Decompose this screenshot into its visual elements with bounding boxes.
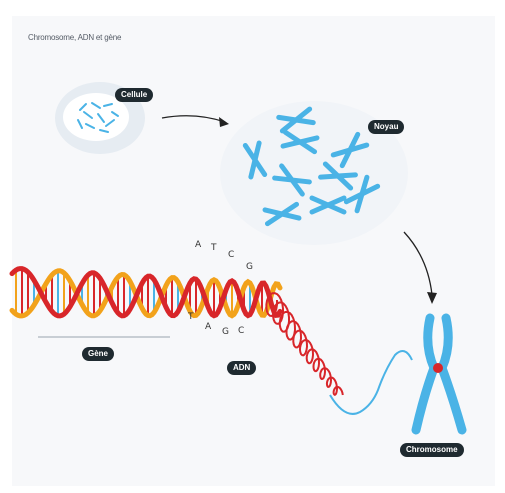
- dna-helix: [9, 266, 283, 319]
- base-top-2: C: [228, 250, 235, 260]
- nucleus-chromosome: [318, 161, 358, 191]
- nucleus-chromosomes: [242, 106, 381, 227]
- nucleus-chromosome: [262, 201, 302, 227]
- base-bottom-2: G: [222, 327, 229, 337]
- base-top-0: A: [195, 240, 202, 250]
- nucleus-chromosome: [309, 195, 347, 215]
- arrow-nucleus-to-chromosome: [403, 231, 437, 304]
- nucleus-chromosome: [343, 174, 381, 214]
- label-cell: Cellule: [115, 88, 154, 102]
- cell-chromosomes: [77, 102, 119, 133]
- base-bottom-3: C: [238, 326, 245, 336]
- base-top-3: G: [246, 262, 253, 272]
- label-gene: Gène: [82, 347, 115, 361]
- chromatin-strand: [329, 350, 413, 415]
- label-chromosome: Chromosome: [400, 443, 464, 457]
- arrow-cell-to-nucleus: [161, 115, 229, 127]
- nucleus-chromosome: [242, 140, 268, 180]
- centromere: [433, 363, 443, 373]
- base-bottom-1: A: [205, 322, 212, 332]
- label-dna: ADN: [227, 361, 257, 375]
- dna-coil: [265, 292, 413, 415]
- diagram-title: Chromosome, ADN et gène: [28, 33, 122, 42]
- chromosome-illustration: [411, 313, 467, 435]
- nucleus-illustration: [220, 101, 408, 245]
- nucleus-chromosome: [272, 163, 312, 197]
- cell-nucleus: [63, 93, 129, 141]
- nucleus-chromosome: [330, 131, 370, 169]
- base-bottom-0: T: [188, 312, 194, 322]
- nucleus-chromosome: [276, 106, 316, 134]
- label-nucleus: Noyau: [368, 120, 405, 134]
- base-top-1: T: [211, 243, 217, 253]
- nucleus-chromosome: [280, 129, 320, 155]
